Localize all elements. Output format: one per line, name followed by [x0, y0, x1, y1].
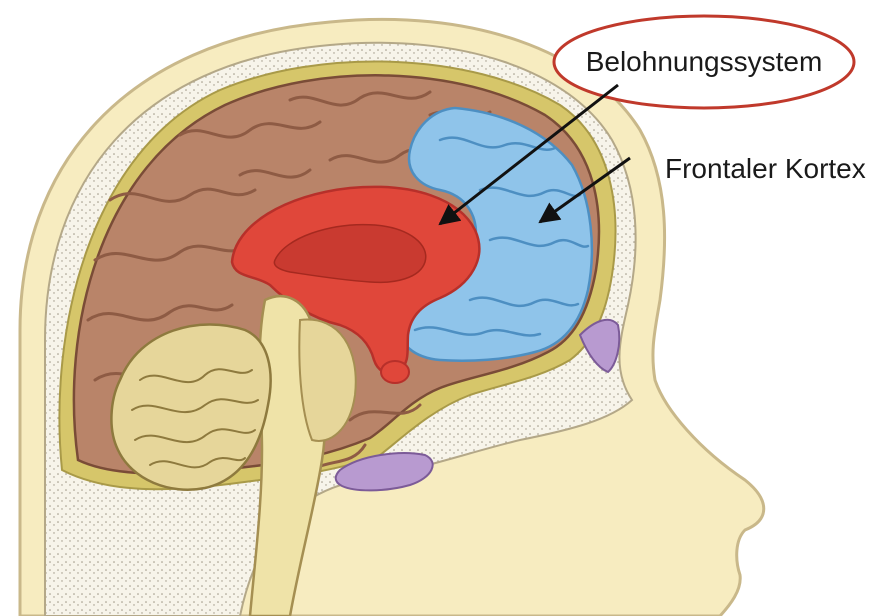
reward-system-label: Belohnungssystem [586, 46, 823, 77]
reward-system-nucleus [381, 361, 409, 383]
frontal-cortex-label: Frontaler Kortex [665, 153, 866, 184]
